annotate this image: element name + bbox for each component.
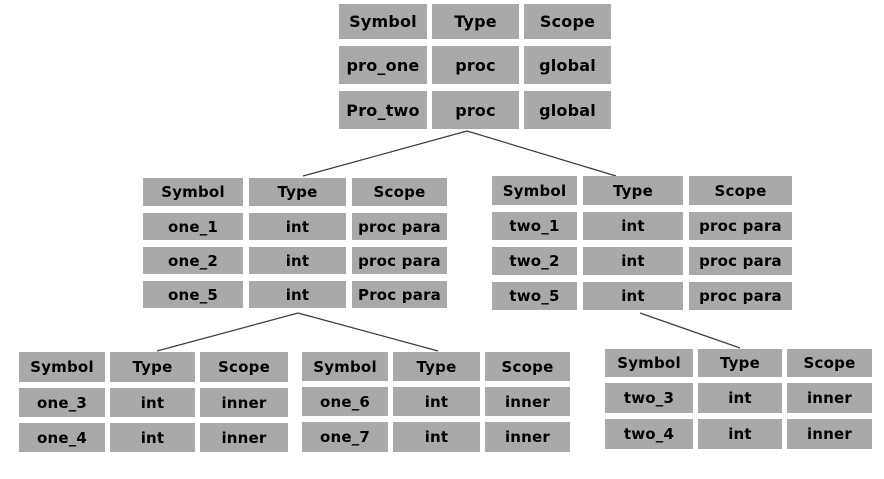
- table-cell: inner: [485, 422, 570, 452]
- header-cell: Type: [432, 4, 519, 39]
- header-cell: Symbol: [143, 178, 243, 206]
- table-cell: proc: [432, 46, 519, 84]
- header-cell: Type: [393, 352, 480, 381]
- connector-line-right-to-inner: [639, 312, 741, 349]
- table-cell: int: [249, 281, 346, 308]
- table-cell: proc para: [689, 247, 792, 275]
- table-cell: int: [698, 383, 782, 413]
- connector-line-root-to-left-table: [302, 130, 468, 177]
- connector-line-root-to-right-table: [466, 130, 617, 177]
- table-cell: global: [524, 46, 611, 84]
- table-cell: inner: [200, 423, 288, 452]
- header-cell: Symbol: [492, 176, 577, 205]
- table-cell: Proc para: [352, 281, 447, 308]
- table-cell: int: [249, 247, 346, 274]
- table-cell: one_2: [143, 247, 243, 274]
- table-cell: int: [110, 388, 195, 417]
- table-cell: Pro_two: [339, 91, 427, 129]
- table-cell: int: [249, 213, 346, 240]
- header-cell: Scope: [524, 4, 611, 39]
- header-cell: Type: [698, 349, 782, 377]
- table-cell: two_3: [605, 383, 693, 413]
- table-cell: proc para: [689, 212, 792, 240]
- table-cell: inner: [787, 383, 872, 413]
- table-cell: proc para: [352, 247, 447, 274]
- header-cell: Scope: [689, 176, 792, 205]
- table-cell: inner: [200, 388, 288, 417]
- header-cell: Scope: [200, 352, 288, 382]
- table-cell: int: [583, 247, 683, 275]
- table-cell: proc para: [689, 282, 792, 310]
- table-cell: global: [524, 91, 611, 129]
- table-cell: one_3: [19, 388, 105, 417]
- table-cell: inner: [485, 387, 570, 416]
- header-cell: Type: [249, 178, 346, 206]
- table-cell: int: [583, 212, 683, 240]
- header-cell: Symbol: [339, 4, 427, 39]
- table-cell: one_6: [302, 387, 388, 416]
- table-cell: int: [393, 387, 480, 416]
- table-cell: two_1: [492, 212, 577, 240]
- table-cell: inner: [787, 419, 872, 449]
- table-cell: two_4: [605, 419, 693, 449]
- header-cell: Type: [110, 352, 195, 382]
- header-cell: Symbol: [605, 349, 693, 377]
- table-cell: int: [583, 282, 683, 310]
- table-cell: int: [393, 422, 480, 452]
- table-cell: pro_one: [339, 46, 427, 84]
- header-cell: Symbol: [302, 352, 388, 381]
- table-cell: proc: [432, 91, 519, 129]
- table-cell: proc para: [352, 213, 447, 240]
- header-cell: Symbol: [19, 352, 105, 382]
- table-cell: two_5: [492, 282, 577, 310]
- connector-line-left-to-inner-a: [156, 312, 299, 352]
- table-cell: one_4: [19, 423, 105, 452]
- table-cell: int: [110, 423, 195, 452]
- connector-line-left-to-inner-b: [297, 312, 439, 352]
- table-cell: one_5: [143, 281, 243, 308]
- header-cell: Scope: [352, 178, 447, 206]
- table-cell: two_2: [492, 247, 577, 275]
- table-cell: one_7: [302, 422, 388, 452]
- header-cell: Scope: [787, 349, 872, 377]
- header-cell: Type: [583, 176, 683, 205]
- table-cell: int: [698, 419, 782, 449]
- header-cell: Scope: [485, 352, 570, 381]
- table-cell: one_1: [143, 213, 243, 240]
